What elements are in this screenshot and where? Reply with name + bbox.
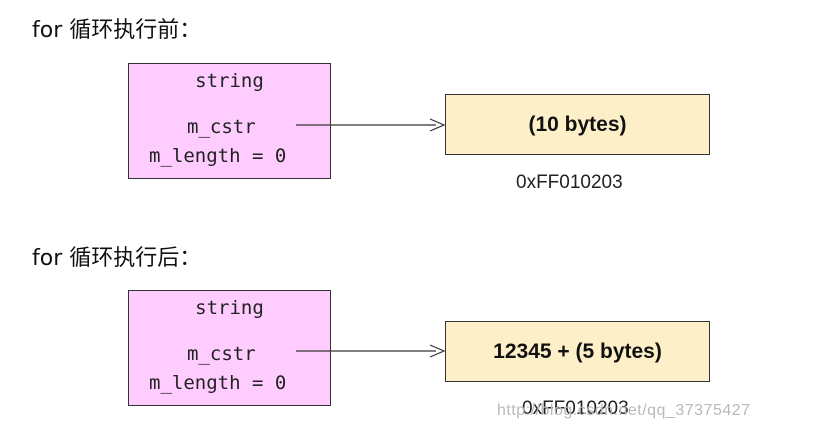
watermark: http://blog.csdn.net/qq_37375427 — [497, 402, 751, 419]
heading-after: for 循环执行后： — [32, 246, 202, 271]
object-field-length: m_length = 0 — [149, 145, 287, 167]
object-field-cstr: m_cstr — [187, 343, 256, 365]
buffer-content: (10 bytes) — [528, 112, 627, 136]
arrow-after — [296, 344, 446, 358]
object-type-label: string — [195, 297, 264, 319]
buffer-content: 12345 + (5 bytes) — [493, 339, 662, 363]
buffer-after: 12345 + (5 bytes) — [445, 321, 710, 382]
string-object-after: string m_cstr m_length = 0 — [128, 290, 331, 406]
buffer-before: (10 bytes) — [445, 94, 710, 155]
address-after: 0xFF010203 — [522, 398, 629, 419]
string-object-before: string m_cstr m_length = 0 — [128, 63, 331, 179]
arrow-before — [296, 118, 446, 132]
heading-before: for 循环执行前： — [32, 18, 202, 43]
object-field-cstr: m_cstr — [187, 116, 256, 138]
object-type-label: string — [195, 70, 264, 92]
object-field-length: m_length = 0 — [149, 372, 287, 394]
address-before: 0xFF010203 — [516, 172, 623, 193]
